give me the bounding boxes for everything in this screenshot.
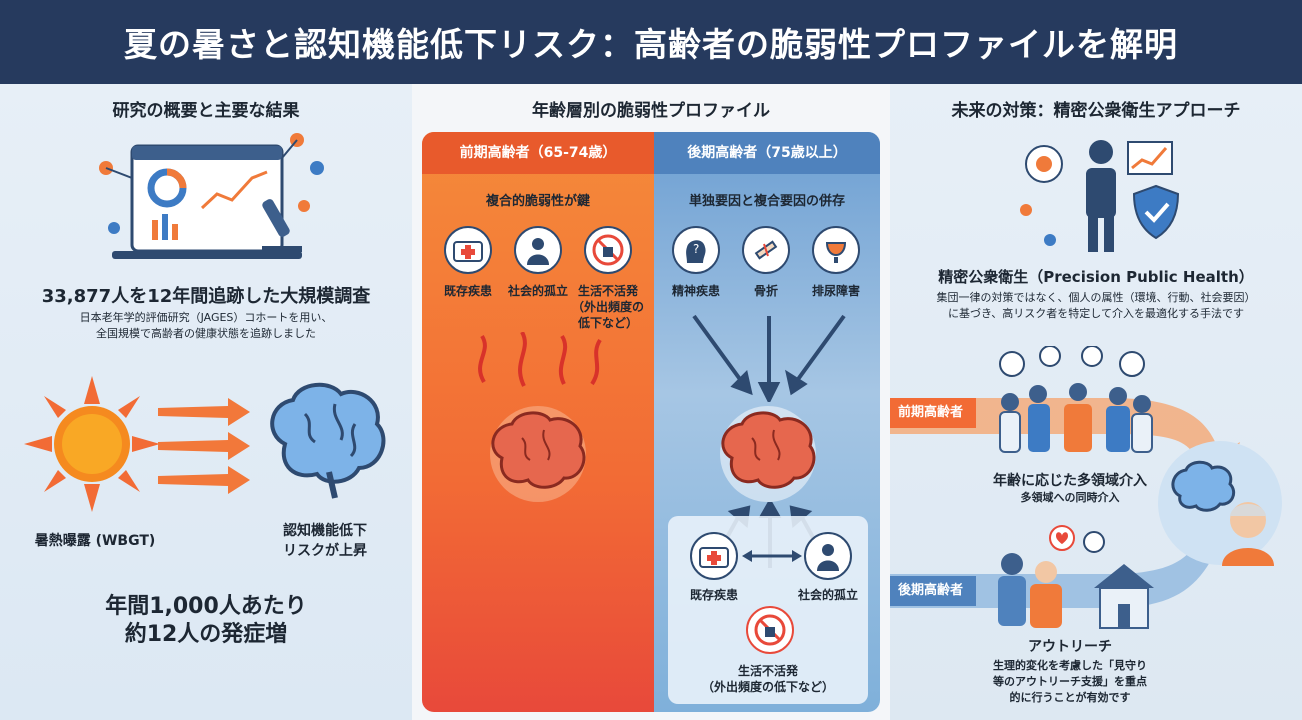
inactivity-icon-late xyxy=(746,606,794,654)
precision-health-icon xyxy=(1020,140,1180,252)
late-bottom-factor-2: 社会的孤立 xyxy=(797,588,858,602)
study-overview-title: 研究の概要と主要な結果 xyxy=(112,101,300,121)
pph-title: 精密公衆衛生（Precision Public Health） xyxy=(938,268,1254,286)
brain-heat-icon-late xyxy=(720,406,816,502)
outreach-desc-line1: 生理的変化を考慮した「見守り xyxy=(993,659,1147,672)
heat-arrows-icon xyxy=(158,398,250,494)
early-intervention-title: 年齢に応じた多領域介入 xyxy=(993,473,1147,489)
early-elderly-subtitle: 複合的脆弱性が鍵 xyxy=(485,194,590,209)
outreach-desc-line2: 等のアウトリーチ支援」を重点 xyxy=(993,675,1147,688)
late-elderly-header: 後期高齢者（75歳以上） xyxy=(654,132,880,174)
tag-late-elderly: 後期高齢者 xyxy=(890,576,976,606)
isolated-person-icon xyxy=(514,226,562,274)
risk-label-line1: 認知機能低下 xyxy=(283,523,367,539)
late-elderly-column: 後期高齢者（75歳以上） 単独要因と複合要因の併存 ? 精神疾患 骨折 排尿障害 xyxy=(654,132,880,712)
research-dashboard-icon xyxy=(99,133,324,259)
study-description-line2: 全国規模で高齢者の健康状態を追跡しました xyxy=(96,327,316,340)
mental-health-icon: ? xyxy=(672,226,720,274)
early-elderly-column: 前期高齢者（65-74歳） 複合的脆弱性が鍵 既存疾患 社会的孤立 生活不活発 … xyxy=(422,132,654,712)
brain-icon xyxy=(270,382,386,499)
medical-kit-icon-late xyxy=(690,532,738,580)
age-profile-panel: 年齢層別の脆弱性プロファイル 前期高齢者（65-74歳） 複合的脆弱性が鍵 既存… xyxy=(412,84,890,720)
risk-label-line2: リスクが上昇 xyxy=(283,543,367,559)
pressure-arrows-icon xyxy=(478,332,602,387)
sun-icon xyxy=(24,376,160,512)
heat-exposure-label: 暑熱曝露 (WBGT) xyxy=(34,533,156,549)
inactivity-icon xyxy=(584,226,632,274)
medical-team-icon xyxy=(999,346,1153,453)
early-factor-label-2: 社会的孤立 xyxy=(507,284,568,298)
early-intervention-desc: 多領域への同時介入 xyxy=(1020,491,1120,504)
result-line2: 約12人の発症増 xyxy=(124,622,288,647)
result-line1: 年間1,000人あたり xyxy=(105,594,307,619)
study-headline: 33,877人を12年間追跡した大規模調査 xyxy=(41,286,371,307)
page-title: 夏の暑さと認知機能低下リスク：高齢者の脆弱性プロファイルを解明 xyxy=(124,25,1178,64)
isolated-person-icon-late xyxy=(804,532,852,580)
outreach-title: アウトリーチ xyxy=(1028,639,1112,655)
study-description-line1: 日本老年学的評価研究（JAGES）コホートを用い、 xyxy=(79,311,333,324)
age-profile-box: 前期高齢者（65-74歳） 複合的脆弱性が鍵 既存疾患 社会的孤立 生活不活発 … xyxy=(422,132,880,712)
future-measures-title: 未来の対策：精密公衆衛生アプローチ xyxy=(951,101,1241,121)
brain-elder-icon xyxy=(1158,441,1282,566)
early-factor-label-3: 生活不活発 xyxy=(577,284,638,298)
bidirectional-arrow-icon xyxy=(742,550,802,562)
brain-heat-icon xyxy=(490,406,586,502)
medical-kit-icon xyxy=(444,226,492,274)
late-bottom-center-1: 生活不活発 xyxy=(737,664,798,678)
late-factor-label-3: 排尿障害 xyxy=(811,284,860,298)
pph-description-line1: 集団一律の対策ではなく、個人の属性（環境、行動、社会要因） xyxy=(936,291,1256,304)
tag-early-elderly: 前期高齢者 xyxy=(890,398,976,428)
pph-description-line2: に基づき、高リスク者を特定して介入を最適化する手法です xyxy=(948,307,1244,320)
early-factor-note-1: （外出頻度の xyxy=(571,300,644,314)
outreach-desc-line3: 的に行うことが有効です xyxy=(1009,691,1131,704)
outreach-icon xyxy=(998,525,1154,629)
svg-text:?: ? xyxy=(693,242,699,256)
late-bottom-center-2: （外出頻度の低下など） xyxy=(701,680,834,694)
early-elderly-header: 前期高齢者（65-74歳） xyxy=(422,132,654,174)
early-factor-note-2: 低下など） xyxy=(577,316,638,330)
age-profile-title: 年齢層別の脆弱性プロファイル xyxy=(532,101,770,121)
late-factor-label-2: 骨折 xyxy=(753,284,778,298)
study-overview-panel: 研究の概要と主要な結果 33,877人を12年間追跡した大規模調査 日本老年学的… xyxy=(0,84,412,720)
late-factor-label-1: 精神疾患 xyxy=(671,284,720,298)
urinary-icon xyxy=(812,226,860,274)
late-bottom-factor-1: 既存疾患 xyxy=(689,588,738,602)
bone-fracture-icon xyxy=(742,226,790,274)
future-measures-panel: 未来の対策：精密公衆衛生アプローチ 精密公衆衛生（Precision Publi… xyxy=(890,84,1302,720)
convergence-arrows-icon xyxy=(692,314,846,402)
late-elderly-subtitle: 単独要因と複合要因の併存 xyxy=(688,194,845,209)
page-header: 夏の暑さと認知機能低下リスク：高齢者の脆弱性プロファイルを解明 xyxy=(0,0,1302,84)
early-factor-label-1: 既存疾患 xyxy=(443,284,492,298)
